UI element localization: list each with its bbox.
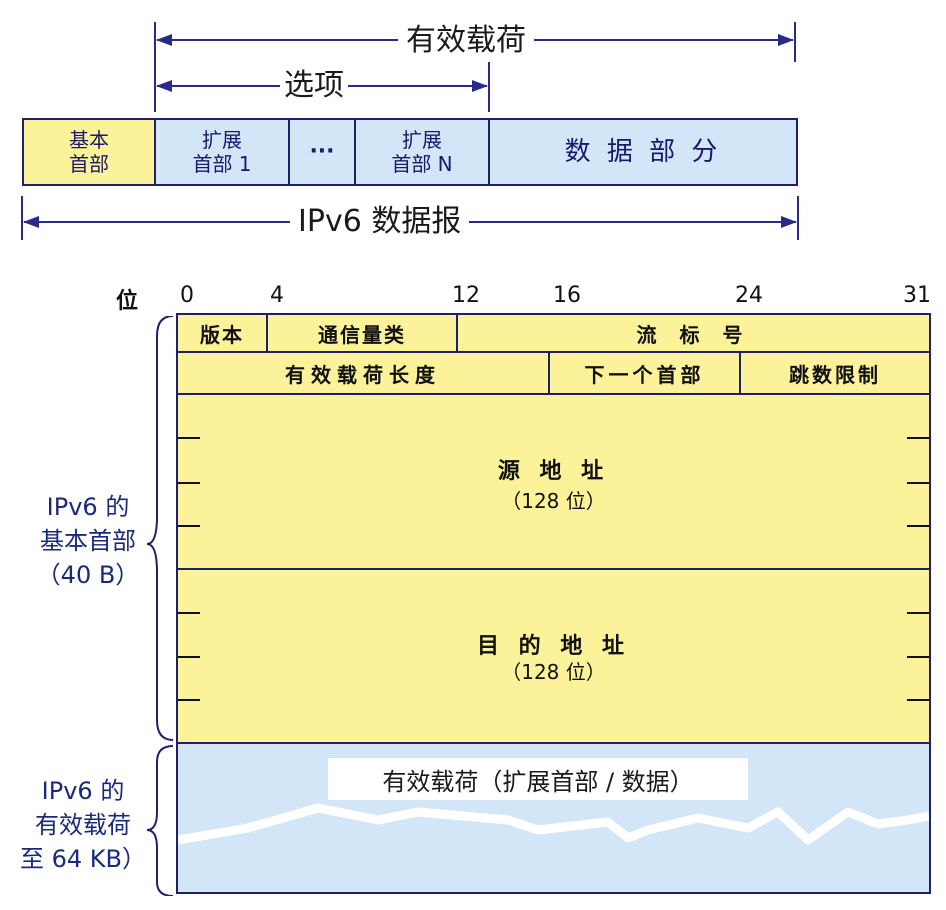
source-address-label: 源 地 址 [497,459,610,484]
data-part-cell: 数 据 部 分 [490,118,798,186]
payload-side-label: IPv6 的 有效载荷 至 64 KB） [20,777,146,873]
word-tick [907,612,929,614]
payload-break-wave [178,803,929,845]
source-address-bits: （128 位） [501,489,606,513]
word-tick [178,612,200,614]
word-tick [907,525,929,527]
base-header-area [176,313,931,744]
payload-box-label: 有效载荷（扩展首部 / 数据） [328,758,748,800]
bit-position-31: 31 [903,283,931,308]
datagram-label: IPv6 数据报 [290,205,470,239]
destination-address-bits: （128 位） [501,660,606,684]
bit-label: 位 [116,289,139,314]
options-label: 选项 [280,69,348,103]
word-tick [907,482,929,484]
base-header-side-label: IPv6 的 基本首部 （40 B） [36,493,140,589]
side-braces [146,316,174,896]
word-tick [907,699,929,701]
payload-label: 有效载荷 [398,24,534,58]
payload-length-field: 有效载荷长度 [178,353,550,395]
flow-label-field: 流 标 号 [458,315,929,353]
extension-header-n-cell: 扩展 首部 N [356,118,490,186]
extension-header-1-cell: 扩展 首部 1 [156,118,290,186]
traffic-class-field: 通信量类 [268,315,458,353]
word-tick [178,699,200,701]
word-tick [178,437,200,439]
next-header-field: 下一个首部 [550,353,741,395]
word-tick [178,482,200,484]
bit-position-0: 0 [180,283,194,308]
bit-position-24: 24 [735,283,763,308]
bit-position-16: 16 [553,283,581,308]
bit-position-4: 4 [270,283,284,308]
version-field: 版本 [178,315,268,353]
source-address-field: 源 地 址 （128 位） [178,395,929,570]
word-tick [178,656,200,658]
bit-position-12: 12 [452,283,480,308]
word-tick [178,525,200,527]
word-tick [907,437,929,439]
hop-limit-field: 跳数限制 [741,353,929,395]
ellipsis-cell: ··· [290,118,356,186]
base-header-cell: 基本 首部 [22,118,156,186]
destination-address-label: 目 的 地 址 [477,634,630,659]
destination-address-field: 目 的 地 址 （128 位） [178,570,929,742]
word-tick [907,656,929,658]
